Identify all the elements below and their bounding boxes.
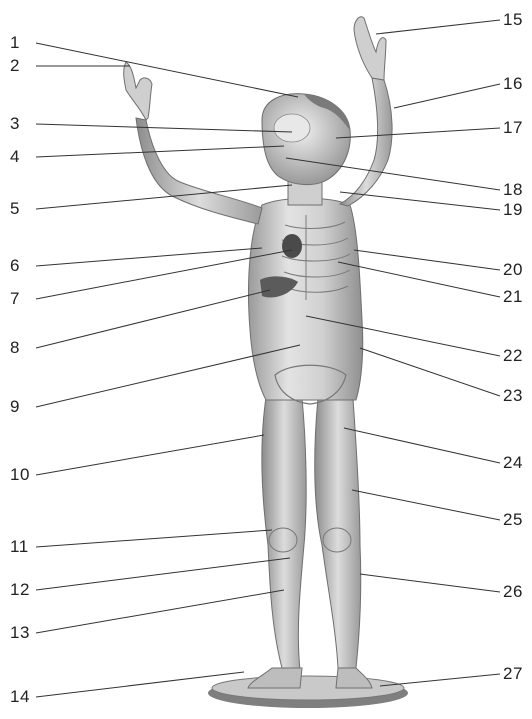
display-base	[208, 676, 408, 708]
label-24: 24	[503, 453, 531, 473]
label-22: 22	[503, 346, 531, 366]
label-1: 1	[10, 33, 36, 53]
label-13: 13	[10, 623, 36, 643]
label-3: 3	[10, 114, 36, 134]
label-20: 20	[503, 260, 531, 280]
label-11: 11	[10, 537, 36, 557]
label-16: 16	[503, 74, 531, 94]
label-26: 26	[503, 582, 531, 602]
label-5: 5	[10, 199, 36, 219]
label-9: 9	[10, 397, 36, 417]
label-8: 8	[10, 338, 36, 358]
label-19: 19	[503, 200, 531, 220]
label-7: 7	[10, 289, 36, 309]
label-4: 4	[10, 147, 36, 167]
label-15: 15	[503, 10, 531, 30]
label-21: 21	[503, 287, 531, 307]
head	[262, 94, 350, 205]
label-27: 27	[503, 664, 531, 684]
label-10: 10	[10, 465, 36, 485]
label-6: 6	[10, 256, 36, 276]
label-2: 2	[10, 56, 36, 76]
label-14: 14	[10, 687, 36, 707]
label-25: 25	[503, 510, 531, 530]
torso	[249, 198, 363, 404]
label-17: 17	[503, 118, 531, 138]
label-23: 23	[503, 386, 531, 406]
label-18: 18	[503, 180, 531, 200]
label-12: 12	[10, 580, 36, 600]
